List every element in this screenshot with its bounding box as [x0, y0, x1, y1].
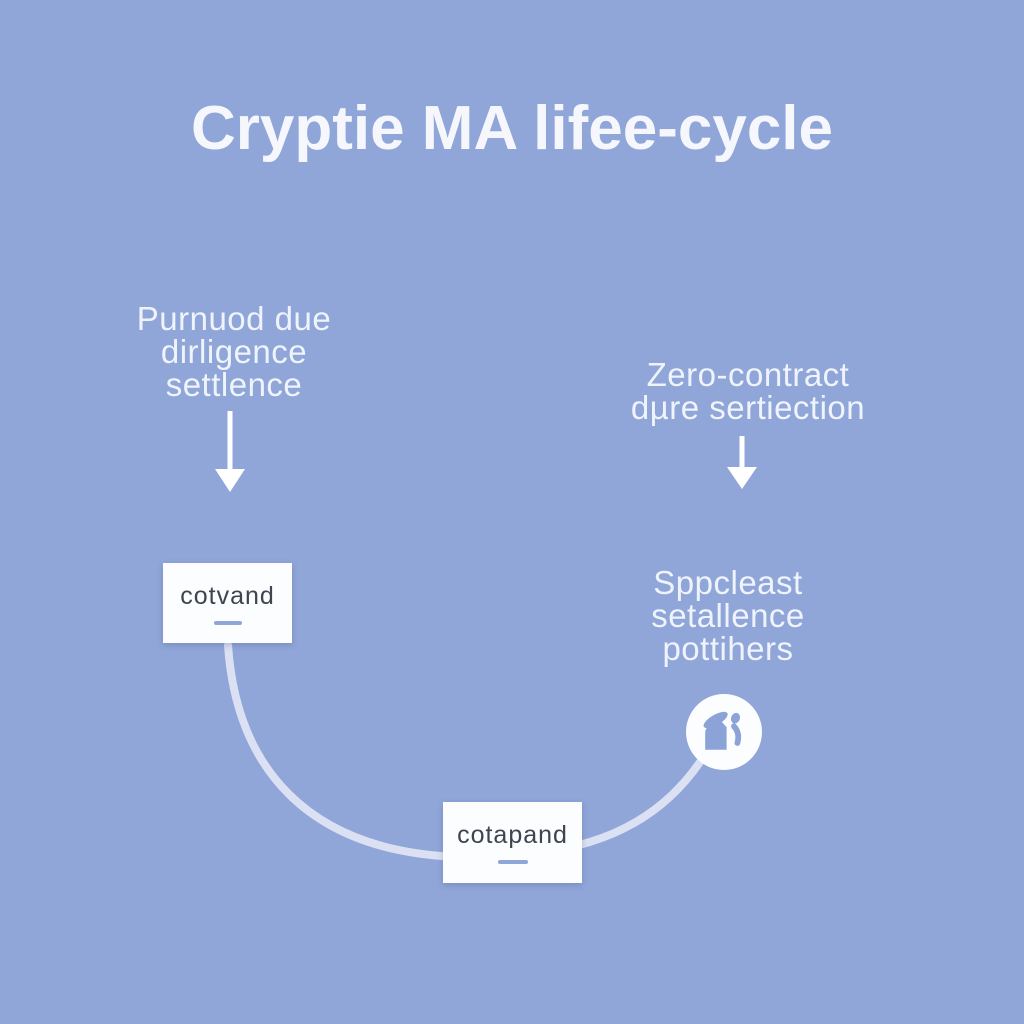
node-box-cotapand: cotapand — [443, 802, 582, 883]
annotation-line: settlence — [165, 366, 303, 403]
node-box-cotvand: cotvand — [163, 563, 292, 643]
annotation-line: Purnuod due — [136, 300, 332, 337]
node-circle — [686, 694, 762, 770]
annotation-line: Sppcleast — [653, 564, 803, 601]
annotation-line: pottihers — [662, 630, 794, 667]
down-arrow-icon — [215, 411, 245, 492]
person-leaning-house-icon — [703, 711, 742, 750]
down-arrow-icon — [727, 436, 757, 489]
annotation-mid-right: Sppcleast setallence pottihers — [578, 566, 878, 665]
annotation-line: setallence — [651, 597, 805, 634]
annotation-line: Zero-contract — [646, 356, 850, 393]
annotation-top-left: Purnuod due dirligence settlence — [84, 302, 384, 401]
node-dash — [497, 860, 528, 864]
page-title: Cryptie MA lifee-cycle — [190, 94, 834, 163]
annotation-line: dµre sertiection — [630, 389, 866, 426]
node-dash — [213, 620, 242, 625]
annotation-line: dirligence — [160, 333, 308, 370]
node-label: cotvand — [180, 581, 275, 610]
annotation-top-right: Zero-contract dµre sertiection — [598, 358, 898, 424]
node-label: cotapand — [457, 821, 568, 849]
